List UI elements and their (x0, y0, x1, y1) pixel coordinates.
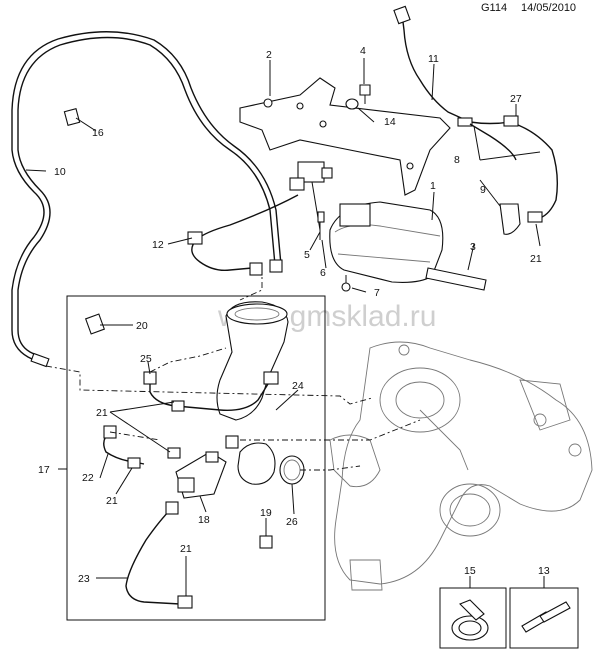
connection-line (109, 431, 161, 441)
callout-3: 3 (470, 241, 476, 253)
callout-23: 23 (78, 573, 90, 585)
connector-pipe-13[interactable] (521, 601, 571, 633)
intake-pipe-nipple (263, 371, 279, 385)
clip-20[interactable] (84, 313, 106, 335)
callout-2: 2 (266, 49, 272, 61)
callout-13: 13 (538, 565, 550, 577)
assembly-17-frame (66, 295, 326, 621)
diagram-code: G114 (481, 2, 508, 14)
hose-clamp-15[interactable] (451, 599, 489, 641)
mounting-bracket-2[interactable] (239, 77, 451, 196)
callout-7: 7 (374, 287, 380, 299)
callout-12: 12 (152, 239, 164, 251)
clip-21-mid[interactable] (171, 400, 185, 412)
callout-21: 21 (96, 407, 108, 419)
callout-4: 4 (360, 45, 366, 57)
callout-8: 8 (454, 154, 460, 166)
vacuum-hose-12[interactable] (191, 194, 299, 272)
valve-port (321, 167, 333, 179)
wire-11-connector (457, 117, 473, 127)
bolt-4[interactable] (359, 84, 371, 96)
callout-21: 21 (180, 543, 192, 555)
vacuum-hose-10[interactable] (17, 36, 276, 361)
clip-21-top[interactable] (527, 211, 543, 223)
callout-5: 5 (304, 249, 310, 261)
clip-21-hose22[interactable] (167, 447, 181, 459)
grommet-14[interactable] (345, 98, 359, 110)
callout-25: 25 (140, 353, 152, 365)
pressure-sensor-9[interactable] (499, 203, 521, 235)
connection-line (300, 465, 361, 471)
callout-21: 21 (106, 495, 118, 507)
callout-18: 18 (198, 514, 210, 526)
hose-10-start-connector (30, 352, 50, 368)
wire-8-branch (469, 123, 517, 161)
inset-box-15 (439, 587, 507, 649)
callout-17: 17 (38, 464, 50, 476)
connection-line (149, 347, 227, 373)
valve-bolt (317, 211, 325, 223)
bracket-hole (406, 162, 414, 170)
wire-11-terminal (393, 5, 411, 25)
callout-10: 10 (54, 166, 66, 178)
valve-port (289, 177, 305, 191)
vacuum-hose-10-inner (11, 31, 282, 367)
clip-16[interactable] (63, 108, 81, 126)
solenoid-port (205, 451, 219, 463)
callout-22: 22 (82, 472, 94, 484)
solenoid-port (225, 435, 239, 449)
hose-12-elbow (187, 231, 203, 245)
callout-6: 6 (320, 267, 326, 279)
callout-26: 26 (286, 516, 298, 528)
bracket-hole (263, 98, 273, 108)
callout-1: 1 (430, 180, 436, 192)
callout-16: 16 (92, 127, 104, 139)
bracket-hole (319, 120, 327, 128)
bracket-hole (296, 102, 304, 110)
callout-19: 19 (260, 507, 272, 519)
hose-12-end (249, 262, 263, 276)
callout-11: 11 (428, 53, 439, 65)
reservoir-mount (339, 203, 371, 227)
clip-21-bottom[interactable] (177, 595, 193, 609)
connection-line (240, 419, 421, 441)
callout-24: 24 (292, 380, 304, 392)
screw-7[interactable] (341, 282, 351, 292)
callout-9: 9 (480, 184, 486, 196)
callout-20: 20 (136, 320, 148, 332)
clip-21-left[interactable] (127, 457, 141, 469)
connection-line (45, 365, 373, 405)
callout-27: 27 (510, 93, 522, 105)
vacuum-hose-23[interactable] (125, 507, 181, 605)
hose-23-top (165, 501, 179, 515)
callout-21: 21 (530, 253, 542, 265)
foam-strip-3[interactable] (425, 267, 487, 291)
diagram-date: 14/05/2010 (521, 2, 577, 14)
intake-pipe-24[interactable] (216, 301, 289, 421)
intake-flange[interactable] (237, 442, 276, 485)
vacuum-hose-25[interactable] (149, 372, 269, 411)
hose-10-end-connector (269, 259, 283, 273)
bolt-19[interactable] (259, 535, 273, 549)
solenoid-connector (177, 477, 195, 493)
callout-14: 14 (384, 116, 396, 128)
connection-line (239, 268, 263, 301)
callout-15: 15 (464, 565, 476, 577)
leader-lines (25, 58, 545, 596)
clip-27[interactable] (503, 115, 519, 127)
intake-pipe-flange (226, 303, 288, 325)
turbocharger (329, 341, 593, 591)
